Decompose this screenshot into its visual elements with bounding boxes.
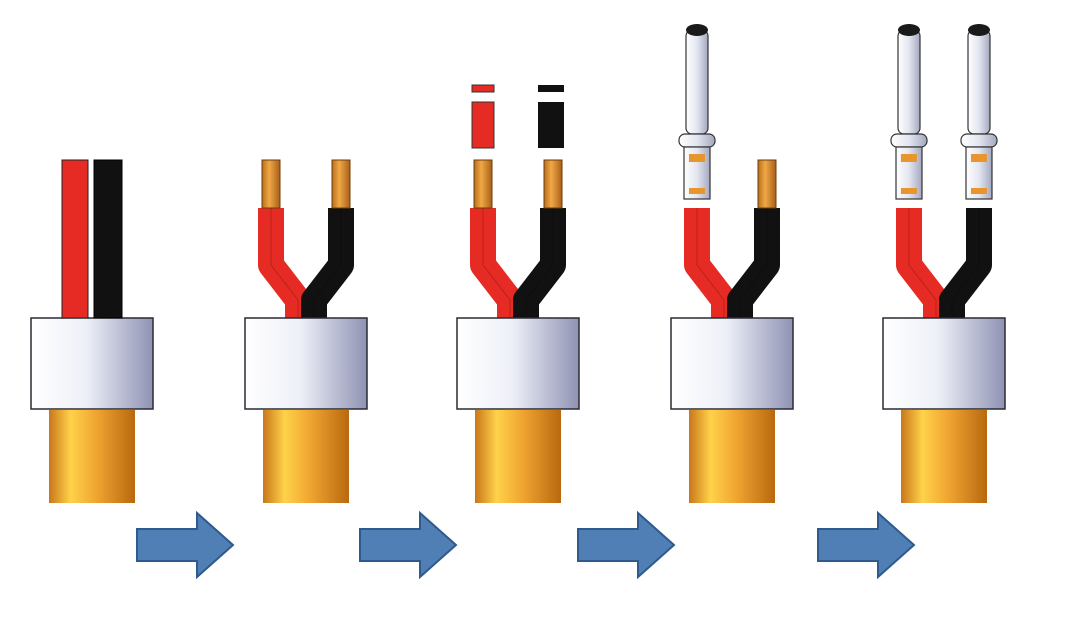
pin-window xyxy=(971,188,987,194)
pin-flange xyxy=(678,133,716,148)
red-wire xyxy=(61,159,89,319)
pin-tip xyxy=(968,24,990,36)
pin-window xyxy=(901,154,917,162)
copper-conductor xyxy=(757,159,777,209)
wire-crease xyxy=(482,208,511,318)
wire-crease xyxy=(525,208,554,318)
assembly-step-5 xyxy=(882,24,1006,503)
assembly-step-4 xyxy=(670,24,794,503)
cable-collar xyxy=(30,317,154,410)
pin-body xyxy=(685,29,709,135)
red-wire xyxy=(896,208,949,318)
cable-collar xyxy=(244,317,368,410)
red-cut-ring xyxy=(471,84,495,93)
wire-crease xyxy=(951,208,980,318)
assembly-step-2 xyxy=(244,159,368,503)
wire-crease xyxy=(270,208,299,318)
pin-window xyxy=(971,154,987,162)
assembly-step-1 xyxy=(30,159,154,503)
black-wire xyxy=(513,208,566,318)
red-cut-piece xyxy=(471,101,495,149)
steps-layer xyxy=(30,24,1006,503)
cable-collar xyxy=(670,317,794,410)
copper-conductor xyxy=(543,159,563,209)
black-wire xyxy=(301,208,354,318)
red-wire xyxy=(258,208,311,318)
wire-crease xyxy=(313,208,342,318)
pin-window xyxy=(689,188,705,194)
cable-jacket xyxy=(263,410,349,503)
copper-conductor xyxy=(331,159,351,209)
right-arrow-icon xyxy=(577,510,676,580)
pin-window xyxy=(689,154,705,162)
cable-jacket xyxy=(49,410,135,503)
pin-tip xyxy=(898,24,920,36)
pin-body xyxy=(897,29,921,135)
wire-crease xyxy=(739,208,768,318)
right-arrow-icon xyxy=(817,510,916,580)
red-wire xyxy=(470,208,523,318)
cable-jacket xyxy=(689,410,775,503)
black-cut-piece xyxy=(538,102,564,148)
black-wire xyxy=(939,208,992,318)
cable-jacket xyxy=(475,410,561,503)
black-wire xyxy=(93,159,123,319)
cable-jacket xyxy=(901,410,987,503)
copper-conductor xyxy=(261,159,281,209)
cable-collar xyxy=(882,317,1006,410)
right-arrow-icon xyxy=(136,510,235,580)
pin-tip xyxy=(686,24,708,36)
copper-conductor xyxy=(473,159,493,209)
wire-crease xyxy=(696,208,725,318)
cable-collar xyxy=(456,317,580,410)
pin-body xyxy=(967,29,991,135)
assembly-step-3 xyxy=(456,84,580,503)
right-arrow-icon xyxy=(359,510,458,580)
arrows-layer xyxy=(136,510,916,580)
black-cut-ring xyxy=(538,85,564,92)
black-wire xyxy=(727,208,780,318)
wire-crease xyxy=(908,208,937,318)
pin-flange xyxy=(960,133,998,148)
pin-window xyxy=(901,188,917,194)
pin-flange xyxy=(890,133,928,148)
red-wire xyxy=(684,208,737,318)
